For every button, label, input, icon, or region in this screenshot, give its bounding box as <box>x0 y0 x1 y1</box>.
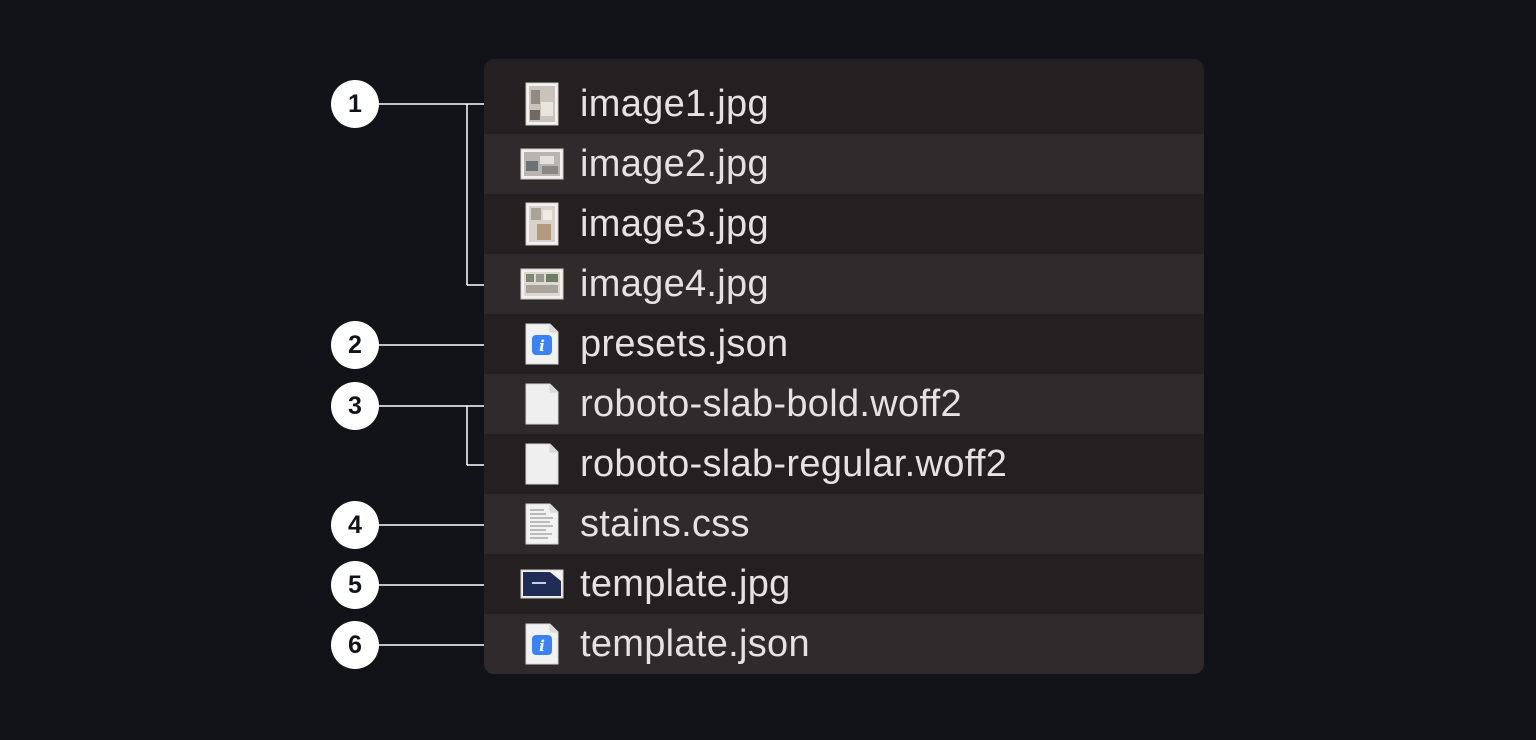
file-name: presets.json <box>580 322 789 365</box>
marker-4: 4 <box>331 501 379 549</box>
svg-text:i: i <box>539 637 545 655</box>
file-row-roboto-slab-bold[interactable]: roboto-slab-bold.woff2 <box>484 374 1204 434</box>
marker-6: 6 <box>331 621 379 669</box>
dark-image-thumbnail-icon <box>518 560 566 608</box>
file-name: template.jpg <box>580 562 791 605</box>
file-row-template-json[interactable]: i template.json <box>484 614 1204 674</box>
blank-document-icon <box>518 380 566 428</box>
file-row-image4[interactable]: image4.jpg <box>484 254 1204 314</box>
file-row-image1[interactable]: image1.jpg <box>484 74 1204 134</box>
blank-document-icon <box>518 440 566 488</box>
landscape-photo-thumbnail-icon <box>518 140 566 188</box>
text-document-icon <box>518 500 566 548</box>
file-name: image3.jpg <box>580 202 769 245</box>
portrait-photo-thumbnail-icon <box>518 80 566 128</box>
file-row-image3[interactable]: image3.jpg <box>484 194 1204 254</box>
file-name: image4.jpg <box>580 262 769 305</box>
marker-3: 3 <box>331 382 379 430</box>
file-name: image2.jpg <box>580 142 769 185</box>
marker-2: 2 <box>331 321 379 369</box>
landscape-photo-thumbnail-icon <box>518 260 566 308</box>
file-name: roboto-slab-bold.woff2 <box>580 382 962 425</box>
file-name: stains.css <box>580 502 750 545</box>
portrait-photo-thumbnail-icon <box>518 200 566 248</box>
file-name: image1.jpg <box>580 82 769 125</box>
file-row-template-jpg[interactable]: template.jpg <box>484 554 1204 614</box>
json-document-icon: i <box>518 320 566 368</box>
file-row-roboto-slab-regular[interactable]: roboto-slab-regular.woff2 <box>484 434 1204 494</box>
marker-1: 1 <box>331 80 379 128</box>
file-row-image2[interactable]: image2.jpg <box>484 134 1204 194</box>
file-name: roboto-slab-regular.woff2 <box>580 442 1008 485</box>
json-document-icon: i <box>518 620 566 668</box>
file-name: template.json <box>580 622 810 665</box>
file-row-stains-css[interactable]: stains.css <box>484 494 1204 554</box>
file-list: image1.jpg image2.jpg <box>484 59 1204 674</box>
file-row-presets-json[interactable]: i presets.json <box>484 314 1204 374</box>
marker-5: 5 <box>331 561 379 609</box>
svg-text:i: i <box>539 337 545 355</box>
